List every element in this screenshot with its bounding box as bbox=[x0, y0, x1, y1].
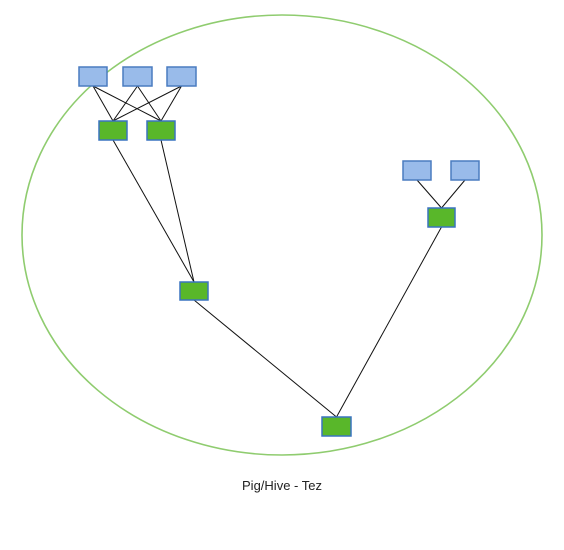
edge-m3-r2 bbox=[336, 226, 442, 418]
input-node-in1 bbox=[78, 66, 108, 87]
edge-r1-r2 bbox=[193, 299, 337, 418]
edge-in2-m1 bbox=[112, 85, 138, 122]
input-node-in2 bbox=[122, 66, 153, 87]
edge-in1-m1 bbox=[92, 85, 114, 122]
edge-in3-m2 bbox=[160, 85, 182, 122]
nodes-layer bbox=[78, 66, 480, 437]
diagram-caption: Pig/Hive - Tez bbox=[242, 478, 322, 493]
input-node-in4 bbox=[402, 160, 432, 181]
job-boundary-ellipse bbox=[21, 14, 543, 456]
input-node-in5 bbox=[450, 160, 480, 181]
edge-in2-m2 bbox=[137, 85, 162, 122]
edge-in3-m1 bbox=[112, 85, 182, 122]
edge-in5-m3 bbox=[441, 179, 466, 209]
edge-m2-r1 bbox=[160, 139, 195, 283]
edge-in4-m3 bbox=[416, 179, 442, 209]
edges-layer bbox=[92, 85, 466, 418]
task-node-m1 bbox=[98, 120, 128, 141]
edge-m1-r1 bbox=[112, 139, 195, 283]
input-node-in3 bbox=[166, 66, 197, 87]
task-node-m2 bbox=[146, 120, 176, 141]
task-node-r1 bbox=[179, 281, 209, 301]
edge-in1-m2 bbox=[92, 85, 162, 122]
task-node-m3 bbox=[427, 207, 456, 228]
task-node-r2 bbox=[321, 416, 352, 437]
